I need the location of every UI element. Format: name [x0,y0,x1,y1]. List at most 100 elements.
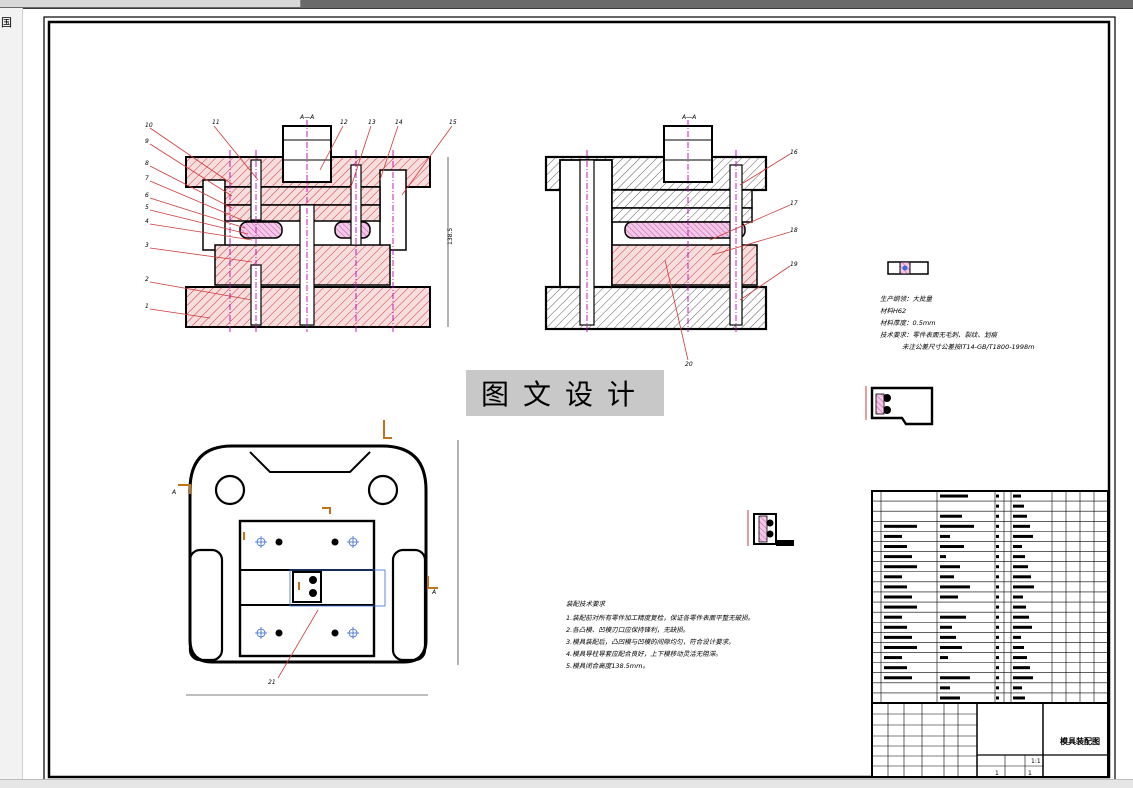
bom-cell-mark [1013,534,1033,538]
part-label-5: 5 [145,204,149,211]
strip-layout-detail [865,386,934,426]
bom-cell-mark [940,635,956,639]
bom-cell-mark [1013,625,1032,629]
bom-cell-mark [1013,494,1021,498]
left-section-label: A—A [299,114,314,121]
bom-cell-mark [940,534,950,538]
bom-cell-mark [884,666,907,670]
bom-cell-mark [884,656,902,660]
bom-cell-mark [884,575,902,579]
document-tab[interactable] [0,0,301,7]
part-label-21: 21 [268,679,276,686]
left-toolbar: 国 [0,8,23,788]
bom-cell-mark [940,625,952,629]
bom-cell-mark [996,635,999,639]
part-label-1: 1 [145,303,149,310]
bom-cell-mark [1013,686,1022,690]
guide-sleeve-left [202,179,226,251]
bom-cell-mark [996,615,999,619]
title-block: 模具装配图 1:1 1 1 [871,702,1109,778]
part-label-12: 12 [340,119,348,126]
bom-cell-mark [940,514,962,518]
bom-cell-mark [996,504,999,508]
tech-note-1: 1.装配前对所有零件加工精度复检，保证各零件表面平整无破损。 [566,614,754,622]
part-label-9: 9 [145,138,149,145]
bom-cell-mark [940,645,962,649]
bom-cell-mark [1013,524,1030,528]
part-label-6: 6 [145,192,149,199]
tech-notes: 装配技术要求 1.装配前对所有零件加工精度复检，保证各零件表面平整无破损。 2.… [566,600,754,670]
bom-cell-mark [1013,555,1025,559]
tech-note-2: 2.各凸模、凹模刃口应保持锋利，无缺损。 [566,626,689,634]
bom-cell-mark [940,676,970,680]
bom-cell-mark [1013,565,1028,569]
bom-cell-mark [996,585,999,589]
bom-cell-mark [996,666,999,670]
left-height-dimension: 138.5 [447,228,454,245]
bom-cell-mark [996,514,999,518]
section-mark-top: A [171,489,176,496]
bom-cell-mark [884,635,912,639]
bom-cell-mark [1013,595,1023,599]
bom-cell-mark [940,585,970,589]
bom-cell-mark [1013,645,1024,649]
bom-cell-mark [1013,635,1021,639]
part-info-line-3: 材料厚度：0.5mm [880,319,936,327]
bom-cell-mark [996,625,999,629]
bom-cell-mark [1013,656,1027,660]
bom-table [871,490,1109,704]
title-sheets-total: 1 [1028,770,1032,777]
title-sheet: 1 [995,770,999,777]
bom-cell-mark [940,565,960,569]
bom-cell-mark [996,575,999,579]
drawing-title: 模具装配图 [1060,736,1100,746]
part-info-line-2: 材料H62 [880,307,906,315]
part-label-19: 19 [790,261,798,268]
part-label-17: 17 [790,200,798,207]
bom-cell-mark [884,585,907,589]
bom-cell-mark [1013,545,1022,549]
part-label-20: 20 [685,361,693,368]
window-top-bar [0,0,1133,9]
bom-cell-mark [884,534,902,538]
bom-cell-mark [884,565,917,569]
section-mark-right: A [431,589,436,596]
right-section-label: A—A [681,114,696,121]
plan-view: A A 21 [171,420,459,696]
bom-cell-mark [996,595,999,599]
part-label-18: 18 [790,227,798,234]
bom-cell-mark [884,625,907,629]
bom-cell-mark [1013,605,1026,609]
left-section-view: A—A 138.5 [145,114,457,332]
part-info-line-5: 未注公差尺寸公差按IT14-GB/T1800-1998m [902,343,1034,351]
bom-cell-mark [940,656,948,660]
bom-cell-mark [996,605,999,609]
bom-cell-mark [1013,575,1031,579]
tech-note-4: 4.模具导柱导套应配合良好，上下模移动灵活无阻滞。 [566,650,722,658]
bom-cell-mark [940,545,964,549]
rubber-left [239,221,283,239]
part-detail-small [887,261,929,275]
bom-cell-mark [940,615,966,619]
bom-cell-mark [996,494,999,498]
bom-cell-mark [996,545,999,549]
bom-cell-mark [996,534,999,538]
bom-cell-mark [940,696,960,700]
bom-cell-mark [996,645,999,649]
tech-note-5: 5.模具闭合高度138.5mm。 [566,662,649,670]
part-label-8: 8 [145,160,149,167]
bom-cell-mark [884,615,902,619]
bom-cell-mark [884,645,917,649]
toolbar-glyph[interactable]: 国 [1,16,12,29]
bom-cell-mark [1013,514,1027,518]
part-label-2: 2 [145,276,149,283]
bom-cell-mark [940,595,958,599]
bom-cell-mark [940,575,954,579]
part-label-7: 7 [145,175,149,182]
bom-cell-mark [884,524,917,528]
part-label-3: 3 [145,242,149,249]
bom-cell-mark [1013,666,1030,670]
part-label-15: 15 [449,119,457,126]
bom-cell-mark [1013,504,1024,508]
